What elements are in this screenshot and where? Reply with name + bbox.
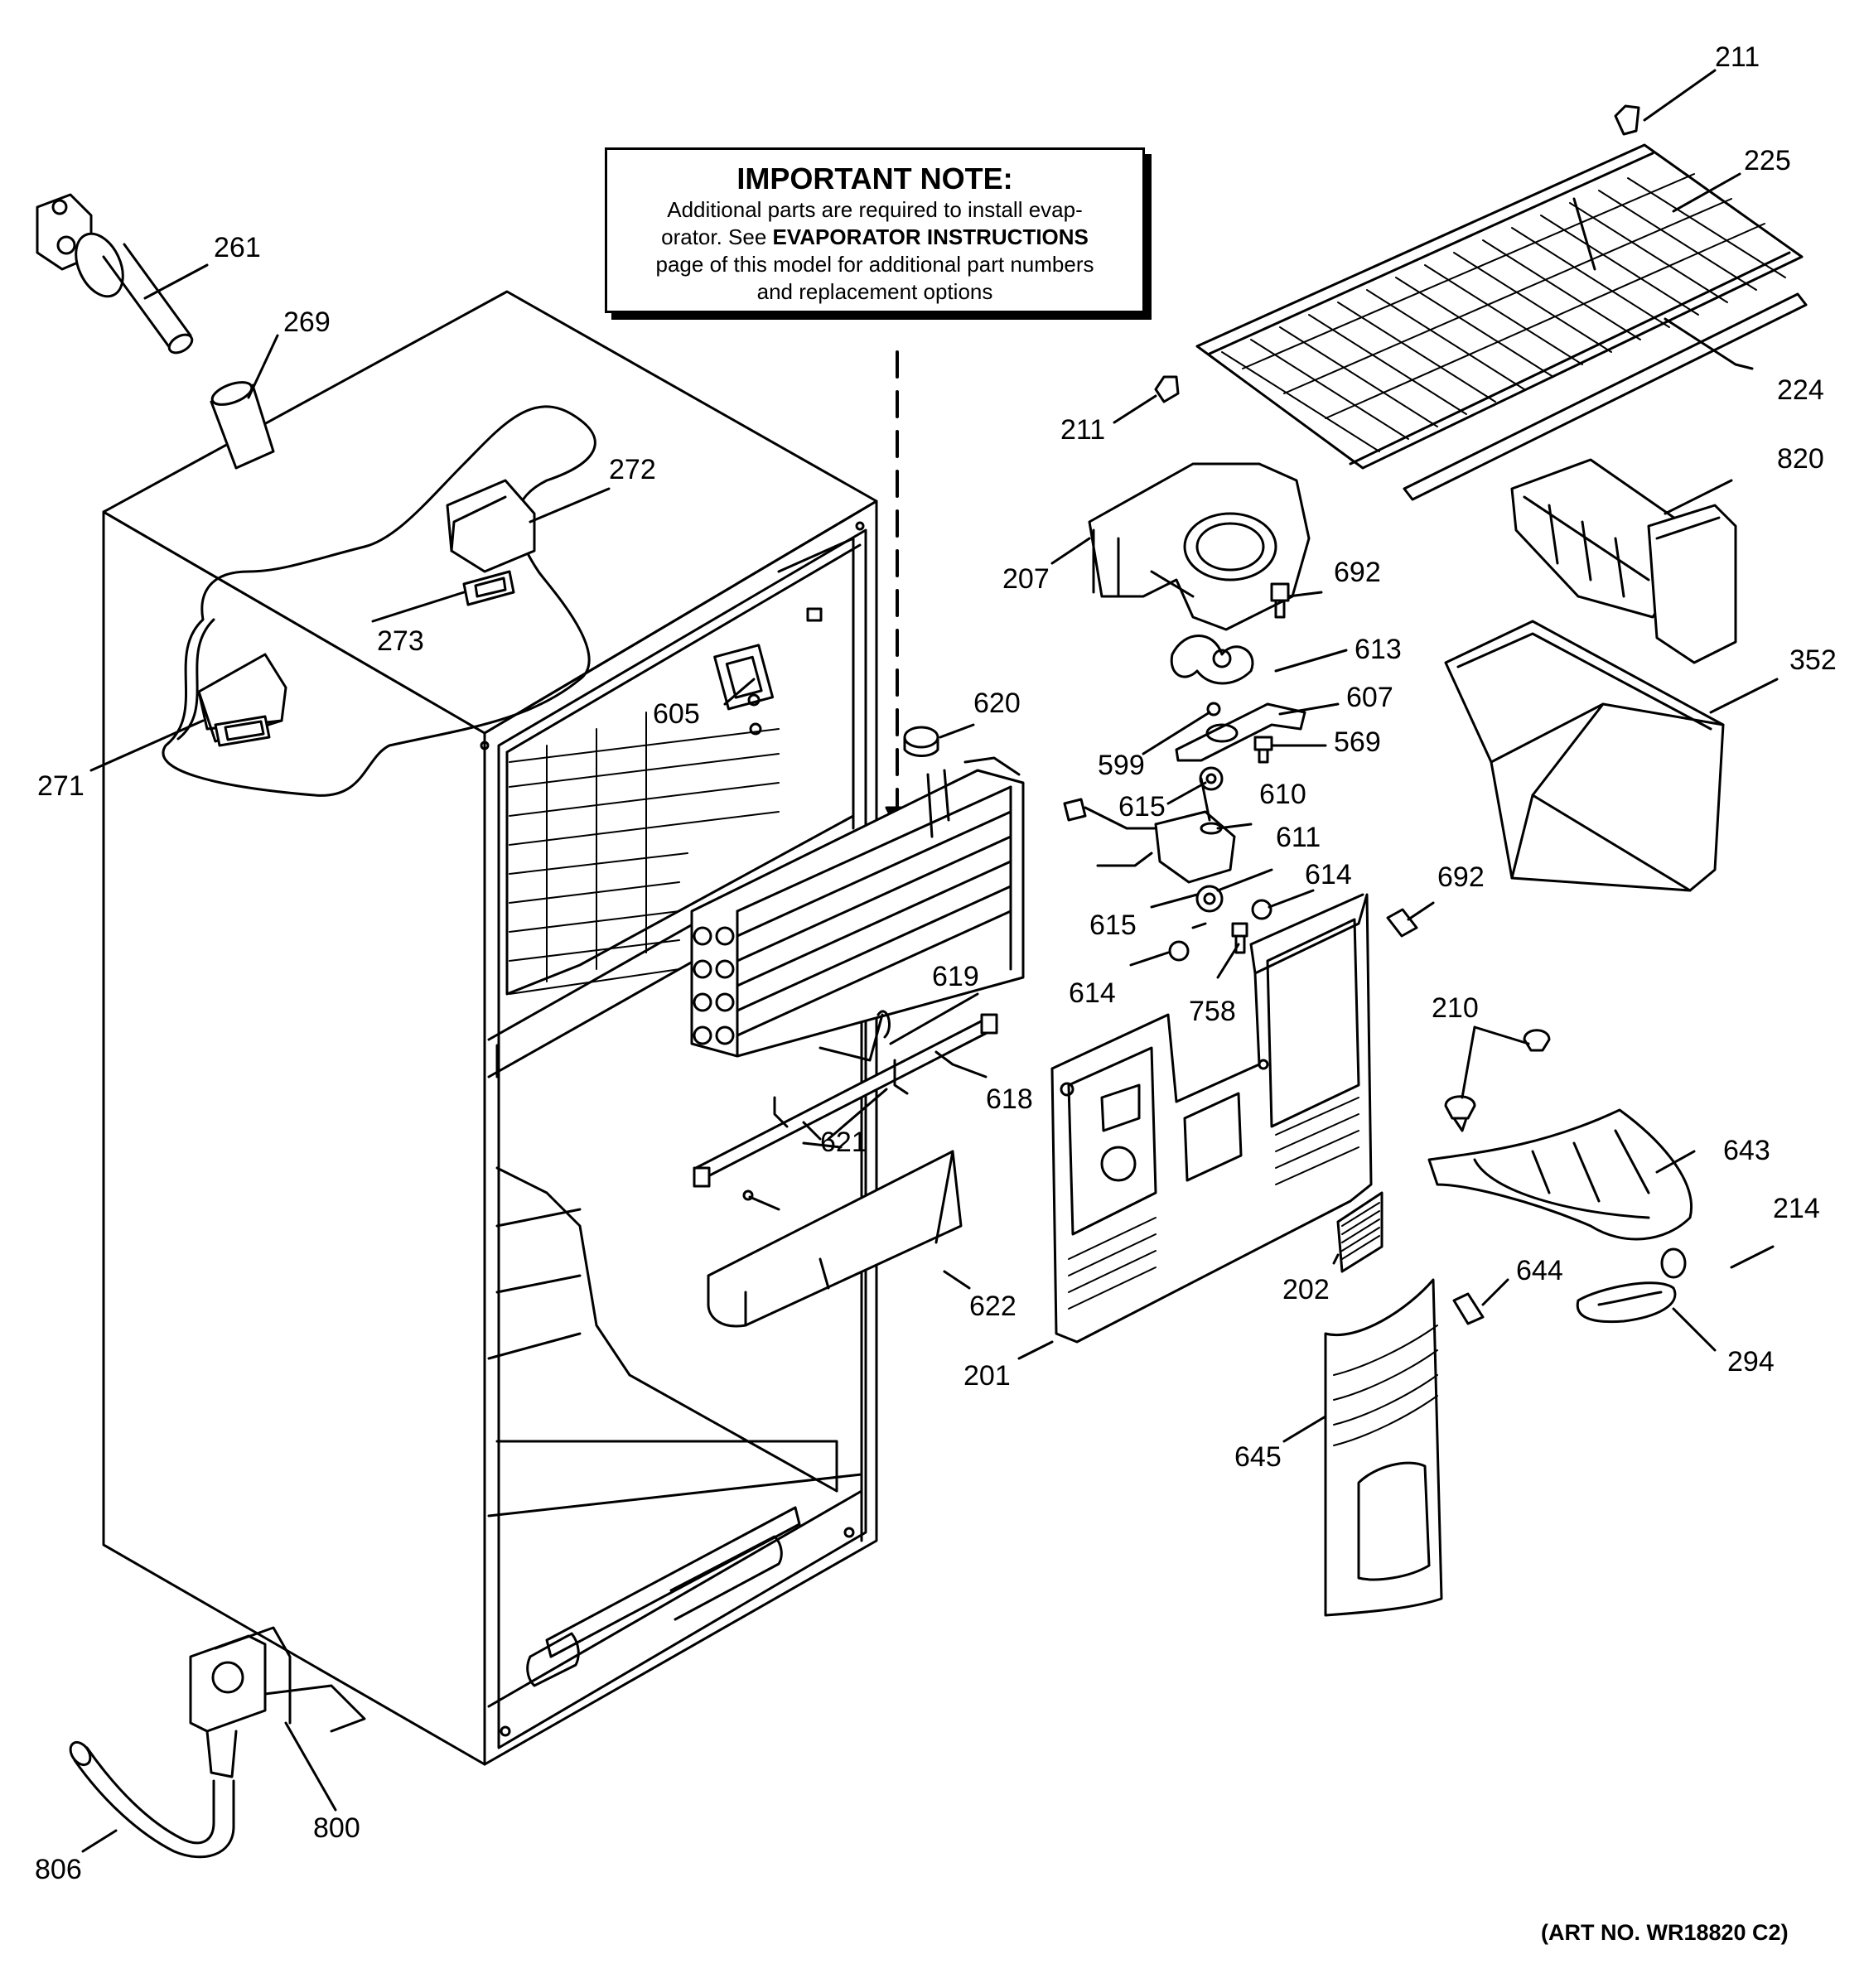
callout-273: 273 (377, 625, 424, 657)
callout-599: 599 (1098, 750, 1145, 781)
fan-housing (1088, 462, 1311, 631)
callout-692-right: 692 (1437, 861, 1485, 893)
screw-569 (1253, 736, 1273, 764)
callout-605: 605 (653, 698, 700, 730)
retainer-pins (1444, 1029, 1551, 1132)
callout-352: 352 (1789, 644, 1837, 676)
defrost-heater-parts (693, 1010, 998, 1328)
callout-800: 800 (313, 1812, 360, 1844)
fan-blade (1170, 635, 1254, 685)
callout-622: 622 (969, 1291, 1017, 1322)
note-line-2-bold: EVAPORATOR INSTRUCTIONS (772, 224, 1089, 249)
callout-569: 569 (1334, 726, 1381, 758)
art-number: (ART NO. WR18820 C2) (1541, 1920, 1789, 1945)
screw-692-top (1270, 582, 1290, 619)
callout-615-bottom: 615 (1089, 910, 1137, 941)
air-duct-cover (1324, 1278, 1443, 1617)
callout-269: 269 (283, 306, 331, 338)
screw-692-right (1386, 908, 1418, 938)
note-line-2-text: orator. See (661, 224, 773, 249)
freezer-shelf (1154, 104, 1808, 501)
small-vent-grille (1336, 1191, 1384, 1273)
callout-619: 619 (932, 961, 979, 992)
note-line-3: page of this model for additional part n… (655, 252, 1094, 277)
cabinet-case (102, 290, 878, 1766)
ice-maker (1510, 458, 1737, 664)
callout-202: 202 (1282, 1274, 1330, 1305)
ice-bucket (1444, 620, 1725, 892)
callout-201: 201 (963, 1360, 1011, 1392)
callout-210: 210 (1432, 992, 1479, 1024)
callout-645: 645 (1234, 1441, 1282, 1473)
callout-272: 272 (609, 454, 656, 485)
callout-214: 214 (1773, 1193, 1820, 1224)
evaporator-coil (690, 726, 1025, 1058)
leader-lines (81, 69, 1779, 1853)
callout-611: 611 (1276, 822, 1321, 853)
note-line-1: Additional parts are required to install… (667, 197, 1083, 222)
callout-610: 610 (1259, 779, 1306, 810)
fan-motor (1063, 766, 1272, 962)
motor-bracket (1175, 702, 1306, 762)
callout-618: 618 (986, 1083, 1033, 1115)
dashed-arrow (885, 350, 910, 830)
callout-620: 620 (973, 688, 1021, 719)
callout-758: 758 (1189, 996, 1236, 1027)
callout-211-left: 211 (1060, 414, 1105, 446)
callout-806: 806 (35, 1854, 82, 1885)
note-line-2: orator. See EVAPORATOR INSTRUCTIONS (607, 224, 1142, 251)
callout-820: 820 (1777, 443, 1824, 475)
screw-758 (1231, 922, 1248, 954)
callout-621: 621 (820, 1127, 867, 1158)
callout-271: 271 (37, 770, 85, 802)
callout-643: 643 (1723, 1135, 1770, 1166)
callout-224: 224 (1777, 374, 1824, 406)
callout-613: 613 (1355, 634, 1402, 665)
note-title: IMPORTANT NOTE: (736, 162, 1013, 195)
note-line-4: and replacement options (756, 279, 993, 304)
callout-261: 261 (214, 232, 261, 263)
callout-labels: 211 225 224 211 820 261 269 272 273 271 … (35, 41, 1837, 1885)
fan-shield (1576, 1281, 1677, 1324)
cap-214 (1660, 1247, 1687, 1279)
fan-shroud (1427, 1108, 1693, 1241)
callout-211-top: 211 (1715, 41, 1760, 73)
water-valve (69, 1626, 366, 1859)
callout-207: 207 (1002, 563, 1050, 595)
evaporator-cover-panel (1050, 893, 1373, 1344)
fill-tube (36, 193, 275, 470)
callout-614-top: 614 (1305, 859, 1352, 890)
screw-644 (1452, 1292, 1485, 1325)
callout-644: 644 (1516, 1255, 1563, 1286)
callout-294: 294 (1727, 1346, 1775, 1378)
callout-607: 607 (1346, 682, 1393, 713)
callout-615-top: 615 (1118, 791, 1166, 823)
callout-692-top: 692 (1334, 557, 1381, 588)
callout-614-bottom: 614 (1069, 977, 1116, 1009)
important-note-box: IMPORTANT NOTE: Additional parts are req… (605, 147, 1145, 313)
callout-225: 225 (1744, 145, 1791, 176)
